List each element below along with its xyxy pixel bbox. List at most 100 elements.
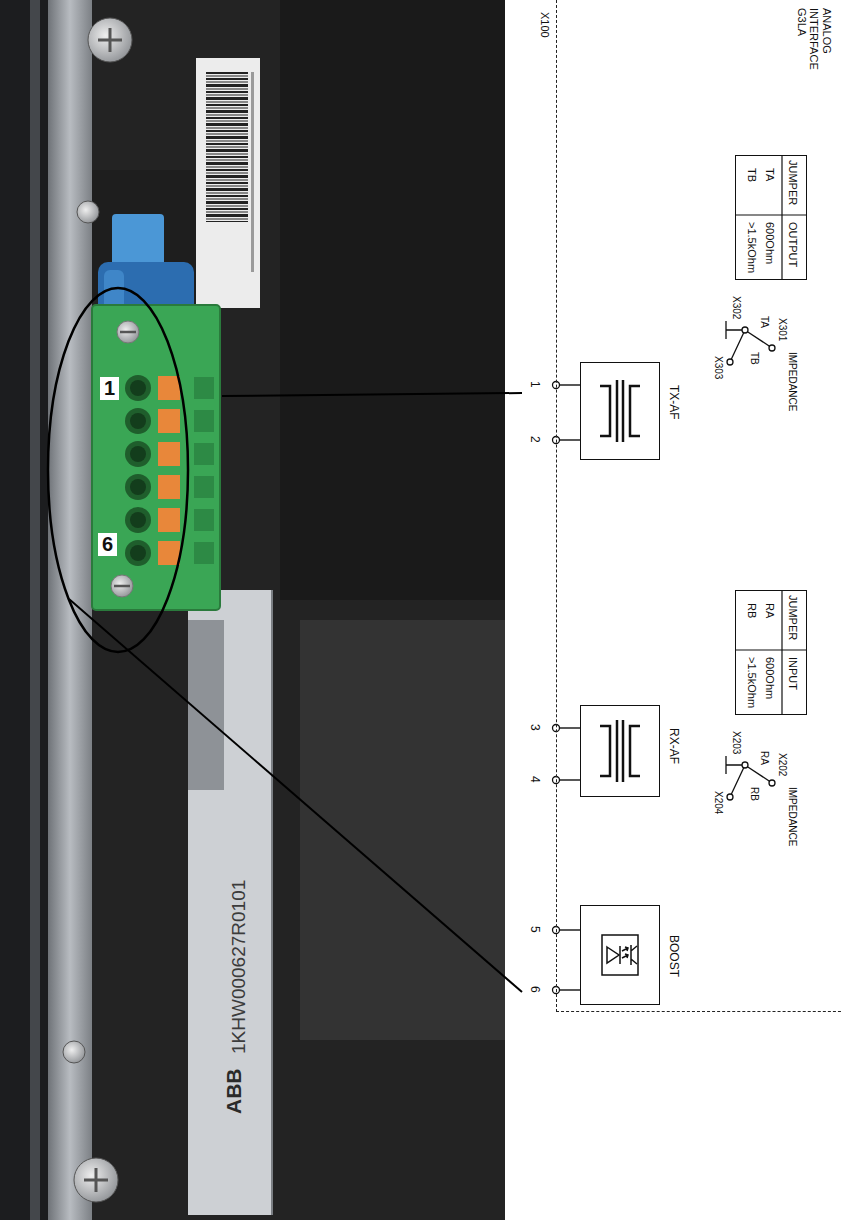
module-photo bbox=[92, 0, 505, 1220]
optocoupler-symbol bbox=[602, 935, 638, 975]
optocoupler-symbol bbox=[622, 954, 628, 958]
terminal-block bbox=[92, 305, 220, 610]
impedance-jumper bbox=[769, 780, 775, 786]
part-number: 1KHW000627R0101 bbox=[228, 880, 250, 1054]
module-photo bbox=[0, 0, 48, 1220]
table-cell: RA bbox=[763, 603, 776, 618]
leader-line bbox=[222, 393, 522, 396]
table-header: INPUT bbox=[786, 657, 799, 690]
terminal-block bbox=[120, 331, 136, 334]
impedance-label: IMPEDANCE bbox=[787, 787, 799, 846]
jumper-pin: X204 bbox=[713, 791, 725, 814]
terminal-block bbox=[194, 410, 214, 432]
transformer-box: RX-AF bbox=[580, 705, 660, 797]
impedance-jumper bbox=[748, 332, 770, 347]
mounting-screw bbox=[98, 28, 122, 52]
impedance-label: IMPEDANCE bbox=[787, 352, 799, 411]
pin-number: 3 bbox=[527, 724, 541, 731]
impedance-jumper bbox=[727, 794, 733, 800]
impedance-jumper bbox=[769, 345, 775, 351]
table-cell: RB bbox=[745, 603, 758, 618]
terminal-block bbox=[125, 540, 151, 566]
table-cell: TB bbox=[745, 168, 758, 182]
impedance-jumper bbox=[726, 321, 742, 339]
metal-bracket bbox=[271, 590, 273, 1215]
module-photo bbox=[48, 0, 92, 1220]
impedance-jumper bbox=[731, 333, 743, 360]
table-header: JUMPER bbox=[786, 595, 799, 640]
jumper-name: RA bbox=[759, 751, 771, 765]
photo-pin-number: 6 bbox=[98, 533, 117, 556]
table-cell: >1.5kOhm bbox=[745, 222, 758, 273]
jumper-table: JUMPEROUTPUTTA600OhmTB>1.5kOhm bbox=[735, 155, 807, 280]
terminal-block bbox=[130, 545, 146, 561]
transformer-symbol bbox=[622, 380, 625, 442]
logo-text: ABB bbox=[222, 1069, 246, 1115]
module-photo bbox=[280, 0, 505, 600]
impedance-jumper bbox=[726, 756, 742, 774]
jumper-name: TB bbox=[749, 352, 761, 365]
impedance-jumper bbox=[731, 768, 743, 795]
mounting-screw bbox=[84, 1168, 108, 1192]
jumper-table: JUMPER INPUT RA 600Ohm RB >1.5kOhm bbox=[735, 590, 807, 715]
mounting-screw bbox=[88, 18, 132, 62]
jumper-name: RB bbox=[749, 787, 761, 801]
table-cell: 600Ohm bbox=[763, 657, 776, 699]
metal-bracket bbox=[188, 590, 272, 1215]
terminal-block bbox=[194, 542, 214, 564]
jumper-pin: X203 bbox=[731, 731, 743, 754]
transformer-box: TX-AF bbox=[580, 362, 660, 460]
mounting-screw bbox=[63, 1041, 85, 1063]
barcode-sticker bbox=[206, 72, 248, 222]
terminal-block bbox=[158, 508, 180, 532]
impedance-jumper bbox=[727, 359, 733, 365]
block-name: RX-AF bbox=[666, 728, 680, 764]
highlight-ellipse bbox=[48, 288, 188, 652]
terminal-block bbox=[130, 446, 146, 462]
terminal-block bbox=[130, 479, 146, 495]
table-divider bbox=[781, 155, 782, 280]
module-outline: ANALOG INTERFACE G3LAJUMPEROUTPUTTA600Oh… bbox=[556, 0, 841, 1012]
leader-line bbox=[69, 393, 522, 992]
terminal-block bbox=[158, 409, 180, 433]
terminal-block bbox=[111, 575, 133, 597]
terminal-block bbox=[92, 305, 220, 610]
barcode-sticker bbox=[196, 58, 260, 308]
module-photo bbox=[300, 620, 505, 1040]
impedance-jumper bbox=[742, 327, 748, 333]
table-divider bbox=[735, 155, 807, 715]
mounting-screw bbox=[77, 201, 99, 223]
schematic-wiring bbox=[559, 727, 580, 728]
blue-component bbox=[112, 214, 164, 266]
jumper-pin: X202 bbox=[777, 753, 789, 776]
table-header: JUMPER bbox=[786, 160, 799, 205]
terminal-block bbox=[114, 585, 130, 588]
block-name: BOOST bbox=[666, 935, 680, 977]
optocoupler-symbol bbox=[622, 947, 628, 951]
transformer-symbol bbox=[622, 720, 625, 782]
terminal-block bbox=[158, 376, 180, 400]
terminal-block bbox=[125, 474, 151, 500]
terminal-block bbox=[194, 377, 214, 399]
schematic-wiring bbox=[559, 929, 580, 930]
terminal-block bbox=[125, 441, 151, 467]
terminal-block bbox=[130, 413, 146, 429]
mounting-screw bbox=[74, 1158, 118, 1202]
impedance-jumper bbox=[742, 762, 748, 768]
schematic-wiring bbox=[559, 779, 580, 780]
pin-number: 4 bbox=[527, 776, 541, 783]
connector-name: X100 bbox=[538, 12, 551, 38]
terminal-block bbox=[194, 443, 214, 465]
optocoupler-box: BOOST bbox=[580, 905, 660, 1005]
table-divider bbox=[781, 590, 782, 715]
terminal-block bbox=[125, 408, 151, 434]
table-cell: 600Ohm bbox=[763, 222, 776, 264]
table-divider bbox=[735, 649, 807, 650]
jumper-pin: X302 bbox=[731, 296, 743, 319]
table-cell: >1.5kOhm bbox=[745, 657, 758, 708]
barcode-sticker bbox=[251, 72, 254, 272]
highlight-ellipse bbox=[48, 288, 188, 652]
jumper-pin: X303 bbox=[713, 356, 725, 379]
transformer-symbol bbox=[600, 386, 610, 436]
